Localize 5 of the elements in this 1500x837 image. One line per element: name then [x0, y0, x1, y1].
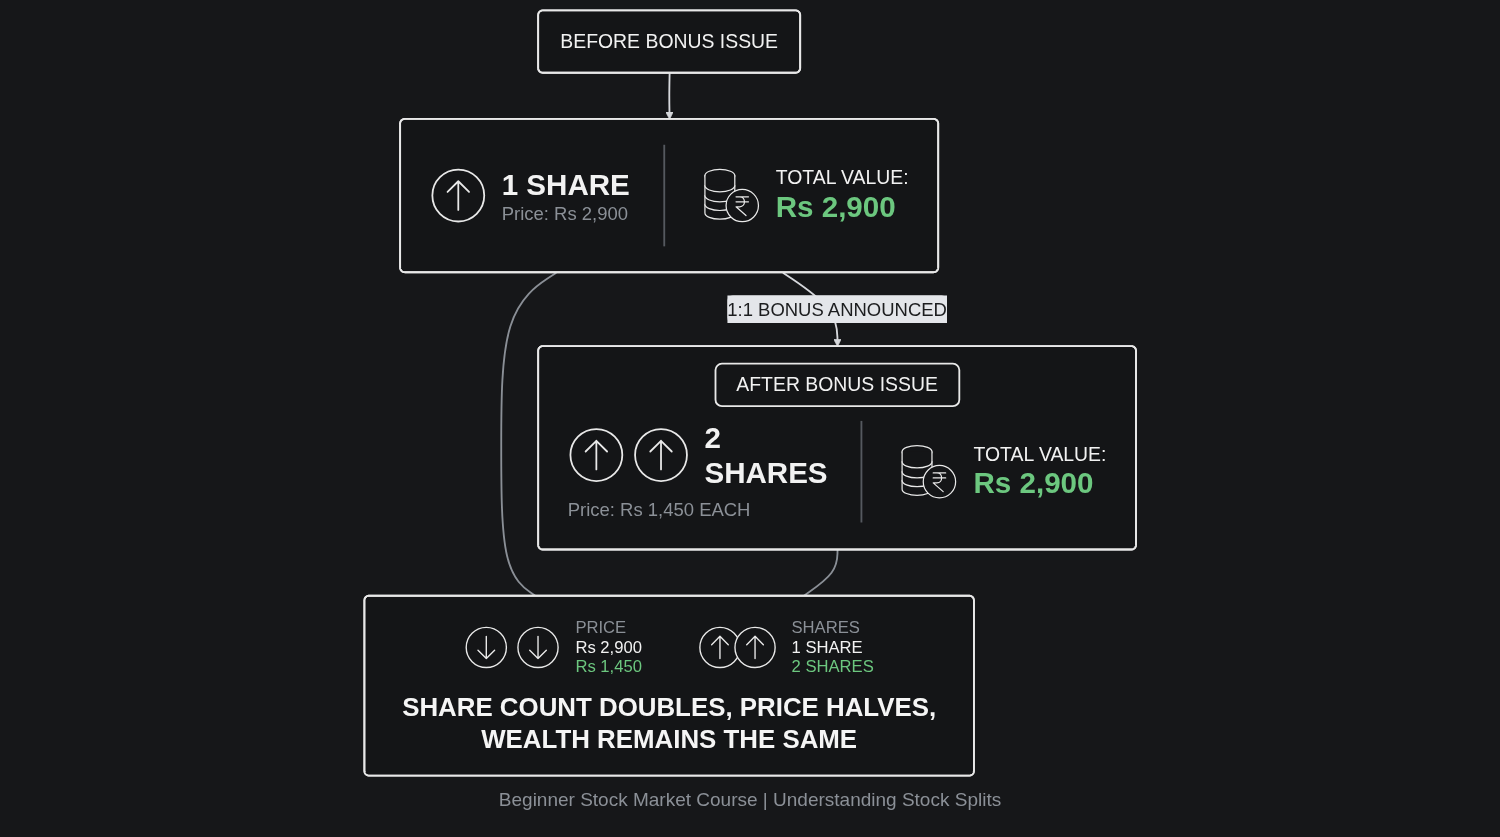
connector [802, 548, 839, 597]
arrow [665, 71, 674, 120]
connector [500, 271, 558, 597]
caption: Beginner Stock Market Course | Understanding Stock Splits [498, 789, 1002, 811]
edge-label: 1:1 BONUS ANNOUNCED [727, 298, 947, 319]
